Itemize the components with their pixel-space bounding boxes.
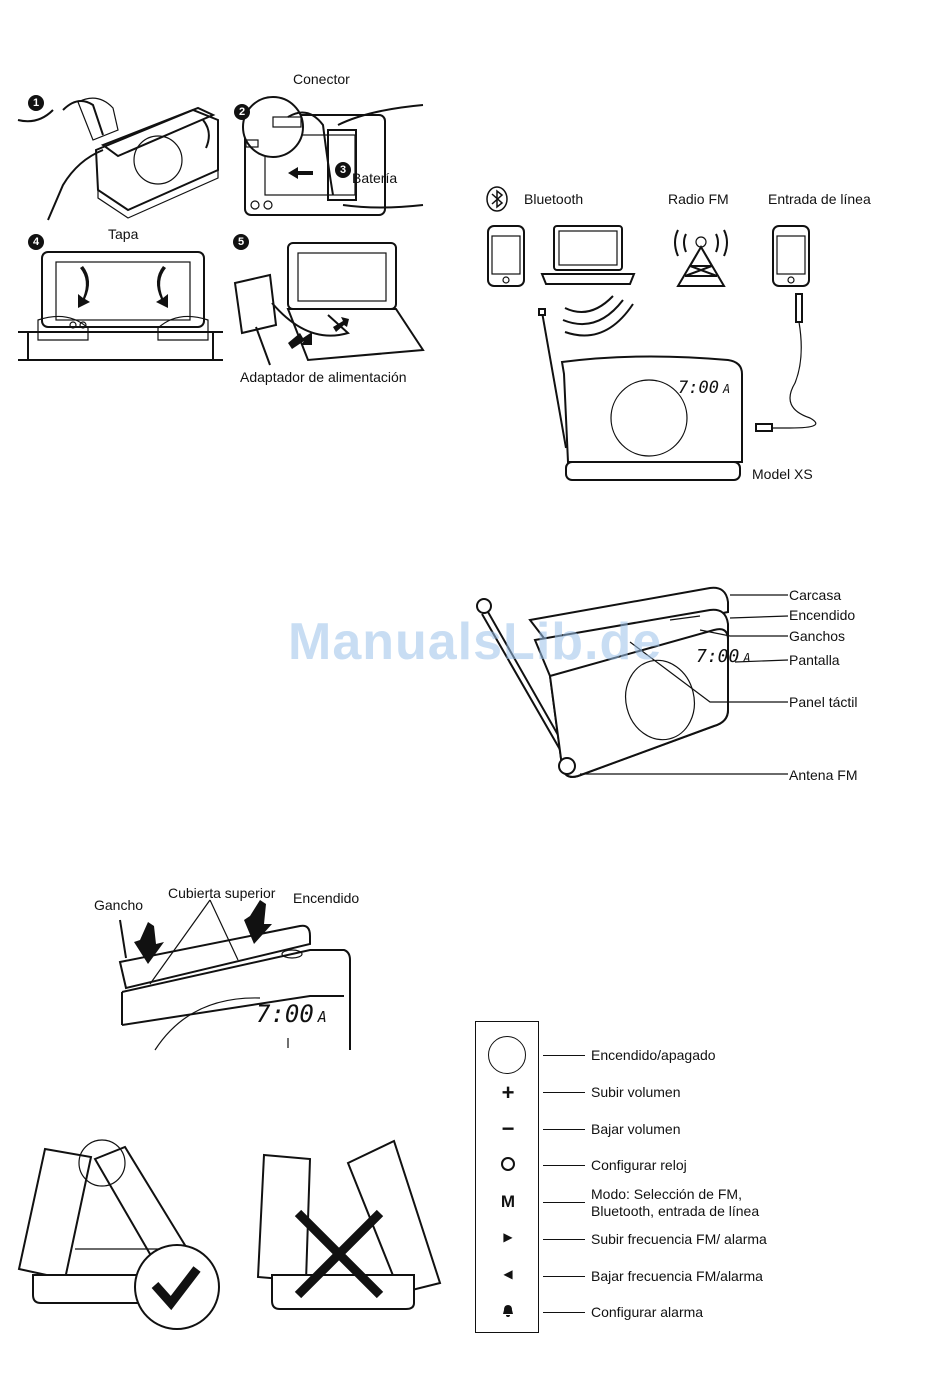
correct-placement-illustration xyxy=(15,1145,215,1340)
fm-label: Radio FM xyxy=(668,191,729,207)
leader-line xyxy=(543,1202,585,1203)
leader-line xyxy=(543,1165,585,1166)
phone-icon xyxy=(487,225,527,289)
lid-label: Tapa xyxy=(108,226,138,242)
control-label-clock: Configurar reloj xyxy=(591,1157,687,1174)
laptop-icon xyxy=(540,224,636,286)
step1-illustration xyxy=(18,90,218,225)
incorrect-placement-illustration xyxy=(250,1135,450,1315)
part-label-carcasa: Carcasa xyxy=(789,587,841,603)
leader-line xyxy=(543,1092,585,1093)
clock-icon xyxy=(501,1157,515,1171)
left-arrow-icon: ◀ xyxy=(476,1267,540,1281)
step-badge-2: 2 xyxy=(234,104,250,120)
cover-display-suffix: A xyxy=(318,1008,327,1026)
watermark: ManualsLib.de xyxy=(288,612,662,672)
step2-illustration xyxy=(228,95,423,220)
part-label-pantalla: Pantalla xyxy=(789,652,840,668)
control-label-freq-up: Subir frecuencia FM/ alarma xyxy=(591,1231,767,1248)
bluetooth-icon xyxy=(486,186,508,212)
bell-icon xyxy=(501,1304,515,1318)
minus-icon: − xyxy=(476,1116,540,1142)
control-label-power: Encendido/apagado xyxy=(591,1047,716,1064)
control-label-freq-down: Bajar frecuencia FM/alarma xyxy=(591,1268,763,1285)
step-badge-1: 1 xyxy=(28,95,44,111)
control-label-mode: Modo: Selección de FM, Bluetooth, entrad… xyxy=(591,1186,759,1220)
top-cover-label: Cubierta superior xyxy=(168,885,275,901)
adapter-label: Adaptador de alimentación xyxy=(240,369,407,385)
control-label-vol-down: Bajar volumen xyxy=(591,1121,681,1138)
power-label: Encendido xyxy=(293,890,359,906)
power-button-icon xyxy=(488,1036,526,1074)
m-icon: M xyxy=(476,1192,540,1212)
phone-linein-icon xyxy=(772,225,812,289)
radio-tower-icon xyxy=(668,214,734,288)
display-time: 7:00 xyxy=(678,378,719,398)
leader-line xyxy=(543,1129,585,1130)
hook-label: Gancho xyxy=(94,897,143,913)
step-badge-3: 3 xyxy=(335,162,351,178)
part-label-panel: Panel táctil xyxy=(789,694,857,710)
leader-line xyxy=(543,1055,585,1056)
leader-line xyxy=(543,1276,585,1277)
control-label-alarm: Configurar alarma xyxy=(591,1304,703,1321)
leader-line xyxy=(543,1239,585,1240)
audio-cable xyxy=(750,288,830,438)
plus-icon: + xyxy=(476,1080,540,1106)
linein-label: Entrada de línea xyxy=(768,191,871,207)
part-label-ganchos: Ganchos xyxy=(789,628,845,644)
model-label: Model XS xyxy=(752,466,813,482)
touch-panel: + − M ▶ ◀ xyxy=(475,1021,539,1333)
leader-line xyxy=(543,1312,585,1313)
part-label-encendido: Encendido xyxy=(789,607,855,623)
bluetooth-label: Bluetooth xyxy=(524,191,583,207)
radio-xs-time: 7:00 A xyxy=(678,378,730,398)
control-label-vol-up: Subir volumen xyxy=(591,1084,681,1101)
cover-illustration xyxy=(110,900,355,1055)
step-badge-5: 5 xyxy=(233,234,249,250)
cover-display-time: 7:00 xyxy=(256,1000,314,1028)
step-badge-4: 4 xyxy=(28,234,44,250)
right-arrow-icon: ▶ xyxy=(476,1230,540,1244)
part-label-antena: Antena FM xyxy=(789,767,857,783)
connector-label: Conector xyxy=(293,71,350,87)
step5-illustration xyxy=(228,235,423,365)
display-suffix: A xyxy=(723,382,730,396)
step4-illustration xyxy=(18,240,223,365)
battery-label: Batería xyxy=(352,170,397,186)
